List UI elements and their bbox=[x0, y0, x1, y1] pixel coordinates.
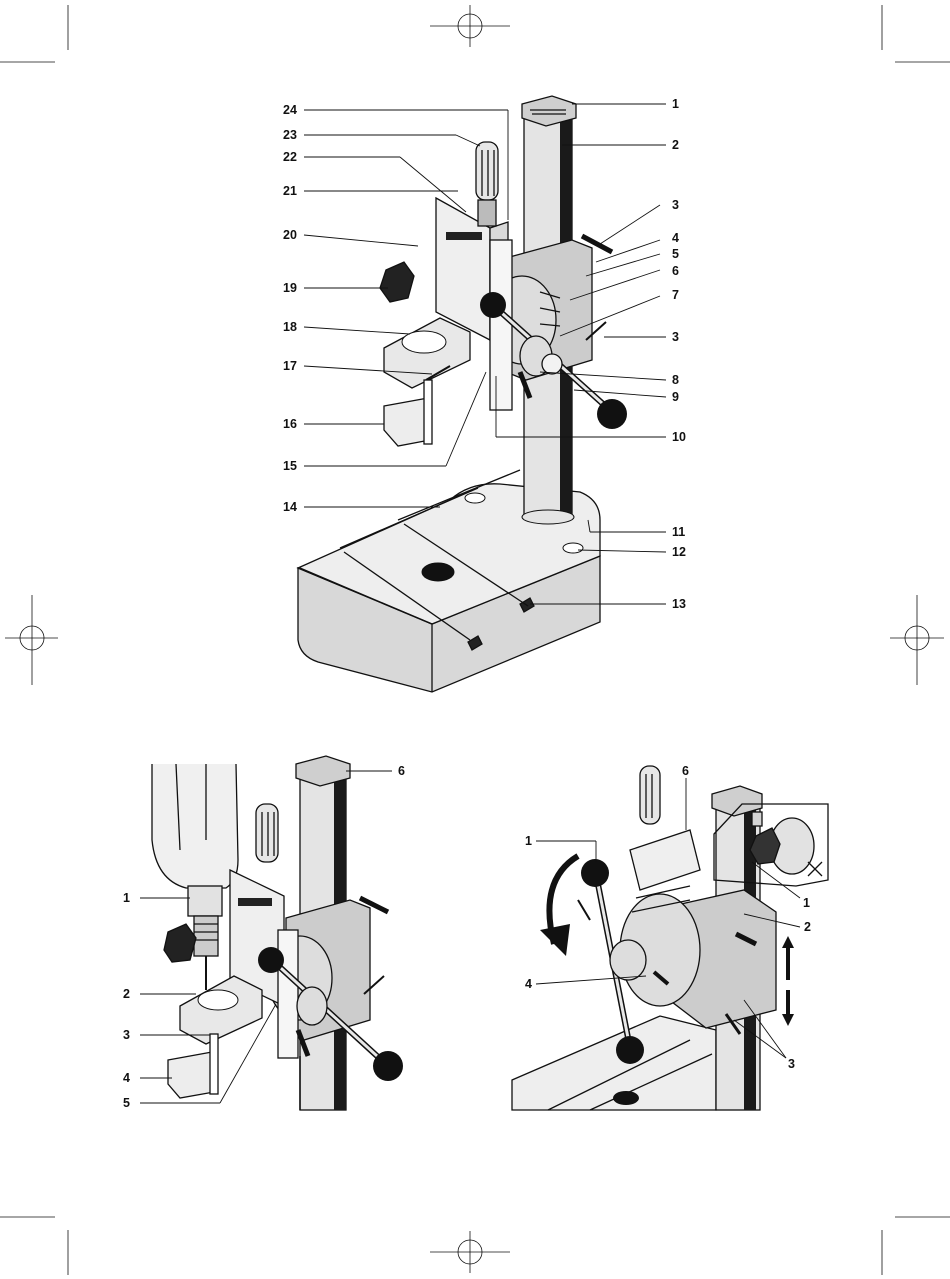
callout-9: 9 bbox=[672, 390, 679, 404]
callout-br-4: 4 bbox=[525, 977, 532, 991]
handle-grip bbox=[476, 142, 498, 226]
callout-23: 23 bbox=[283, 128, 297, 142]
table-hole bbox=[422, 563, 454, 581]
callout-bl-5: 5 bbox=[123, 1096, 130, 1110]
callout-bl-2: 2 bbox=[123, 987, 130, 1001]
callout-br-6: 6 bbox=[682, 764, 689, 778]
callout-15: 15 bbox=[283, 459, 297, 473]
callout-13: 13 bbox=[672, 597, 686, 611]
callout-10: 10 bbox=[672, 430, 686, 444]
registration-target-right bbox=[890, 595, 944, 685]
callout-11: 11 bbox=[672, 525, 685, 539]
callout-br-1-handle: 1 bbox=[525, 834, 532, 848]
callout-24: 24 bbox=[283, 103, 297, 117]
callout-18: 18 bbox=[283, 320, 297, 334]
callout-br-1-inset: 1 bbox=[803, 896, 810, 910]
chip-guard bbox=[384, 380, 432, 446]
callout-bl-4: 4 bbox=[123, 1071, 130, 1085]
callout-bl-3: 3 bbox=[123, 1028, 130, 1042]
callout-17: 17 bbox=[283, 359, 297, 373]
callout-8: 8 bbox=[672, 373, 679, 387]
callout-bl-1: 1 bbox=[123, 891, 130, 905]
callout-14: 14 bbox=[283, 500, 297, 514]
callout-2: 2 bbox=[672, 138, 679, 152]
callout-22: 22 bbox=[283, 150, 297, 164]
callout-7: 7 bbox=[672, 288, 679, 302]
callout-20: 20 bbox=[283, 228, 297, 242]
bottom-right-illustration bbox=[512, 766, 828, 1110]
callout-21: 21 bbox=[283, 184, 297, 198]
registration-target-left bbox=[5, 595, 58, 685]
callout-16: 16 bbox=[283, 417, 297, 431]
callout-12: 12 bbox=[672, 545, 686, 559]
registration-target-top bbox=[430, 5, 510, 47]
callout-br-2: 2 bbox=[804, 920, 811, 934]
callout-bl-6: 6 bbox=[398, 764, 405, 778]
registration-target-bottom bbox=[430, 1231, 510, 1273]
callout-4: 4 bbox=[672, 231, 679, 245]
callout-br-3: 3 bbox=[788, 1057, 795, 1071]
callout-5: 5 bbox=[672, 247, 679, 261]
callout-19: 19 bbox=[283, 281, 297, 295]
callout-1: 1 bbox=[672, 97, 679, 111]
holder-collar bbox=[384, 318, 470, 388]
side-knob bbox=[380, 262, 414, 302]
callout-3: 3 bbox=[672, 198, 679, 212]
bottom-left-illustration bbox=[152, 756, 403, 1110]
callout-6: 6 bbox=[672, 264, 679, 278]
callout-3b: 3 bbox=[672, 330, 679, 344]
drill-stand-illustration bbox=[298, 96, 627, 692]
